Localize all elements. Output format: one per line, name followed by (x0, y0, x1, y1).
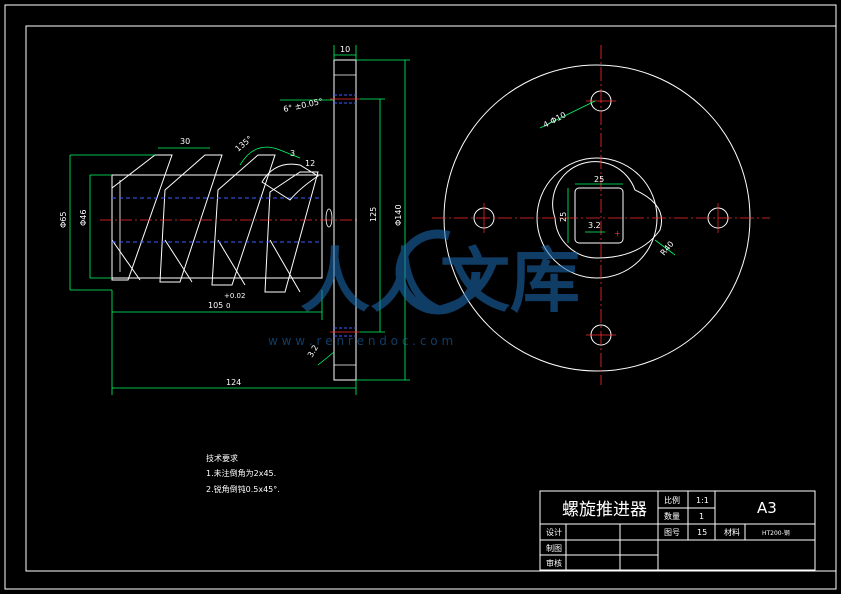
screw-side-view (100, 59, 360, 381)
screw-flights (111, 154, 319, 293)
dim-groove-width: 12 (305, 159, 315, 168)
material-value: HT200-钢 (762, 529, 790, 537)
dim-cam-radius: R40 (659, 239, 676, 257)
dimension-lines (69, 45, 410, 395)
notes-line-2: 2.锐角倒钝0.5x45°. (206, 484, 280, 494)
flange-front-view: + (432, 45, 770, 385)
flange-profile (333, 59, 357, 381)
watermark-url: w w w . r e n r e n d o c . c o m (268, 334, 453, 348)
material-label: 材料 (724, 527, 740, 537)
drawing-no-value: 15 (697, 528, 707, 537)
title-block-texts: 螺旋推进器 比例 1:1 数量 1 A3 图号 15 材料 HT200-钢 设计… (546, 495, 790, 568)
dim-chamfer-angle: 6° ±0.05° (283, 97, 324, 114)
dim-total-length: 124 (226, 378, 241, 387)
dim-flange-thickness: 10 (340, 45, 350, 54)
qty-label: 数量 (664, 511, 680, 521)
qty-value: 1 (699, 512, 704, 521)
designer-label: 设计 (546, 527, 562, 537)
dim-screw-length: 105 (208, 301, 223, 310)
dim-bolt-circle: 125 (369, 207, 378, 222)
dim-flange-dia: Φ140 (394, 204, 403, 226)
svg-text:+: + (614, 229, 621, 238)
dim-outer-dia: Φ65 (59, 212, 68, 228)
scale-label: 比例 (664, 495, 680, 505)
dim-screw-tol-lower: 0 (226, 302, 230, 310)
dim-hole-spec: 4-Φ10 (542, 110, 568, 129)
dim-groove-depth: 3 (290, 149, 295, 158)
part-name: 螺旋推进器 (562, 500, 647, 520)
dim-root-dia: Φ46 (79, 210, 88, 226)
flange-front-dimensions (539, 100, 676, 256)
notes-heading: 技术要求 (206, 453, 238, 463)
square-slot (574, 187, 624, 244)
notes-line-1: 1.未注倒角为2x45. (206, 468, 276, 478)
title-block (539, 490, 816, 571)
technical-notes: 技术要求 1.未注倒角为2x45. 2.锐角倒钝0.5x45°. (206, 453, 280, 494)
drafter-label: 制图 (546, 543, 562, 553)
cam-profile (552, 161, 662, 259)
reviewer-label: 审核 (546, 558, 562, 568)
dim-surface-finish: 3.2 (588, 221, 601, 230)
dim-slot-width: 25 (594, 175, 604, 184)
watermark: 人人文库 w w w . r e n r e n d o c . c o m (268, 229, 580, 348)
dim-helix-angle: 135° (234, 134, 255, 153)
watermark-brand: 人人文库 (300, 240, 580, 322)
dim-pitch: 30 (180, 137, 190, 146)
dim-screw-tol-upper: +0.02 (224, 292, 245, 300)
dim-slot-height: 25 (559, 212, 568, 222)
sheet-format: A3 (757, 499, 777, 517)
scale-value: 1:1 (696, 496, 709, 505)
watermark-logo (395, 229, 481, 315)
drawing-no-label: 图号 (664, 528, 680, 537)
screw-shaft (111, 174, 323, 279)
inner-frame (25, 25, 837, 572)
